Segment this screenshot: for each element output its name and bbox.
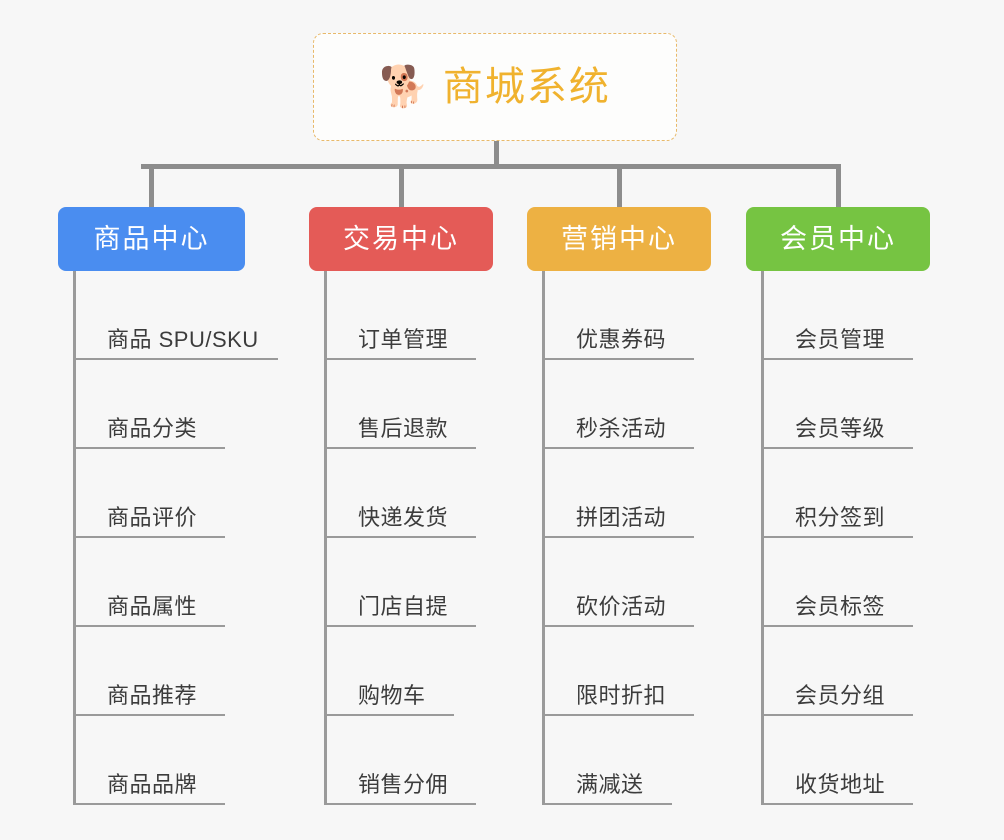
leaf-item[interactable]: 限时折扣 [542,627,694,716]
leaf-label: 门店自提 [358,594,449,619]
leaf-underline [73,447,225,449]
root-title: 商城系统 [442,65,611,109]
leaf-underline [761,358,913,360]
connector-drop-marketing-center [616,164,622,208]
leaf-underline [73,625,225,627]
connector-drop-trade-center [398,164,404,208]
leaf-item[interactable]: 售后退款 [324,360,476,449]
leaf-label: 会员标签 [795,594,886,619]
leaf-underline [324,447,476,449]
leaf-underline [73,714,225,716]
leaf-underline [761,625,913,627]
leaf-label: 商品推荐 [107,683,198,708]
leaf-item[interactable]: 商品 SPU/SKU [73,271,278,360]
branch-label: 交易中心 [343,223,459,254]
root-node[interactable]: 🐕 商城系统 [313,33,677,141]
leaf-label: 优惠券码 [576,327,667,352]
leaf-label: 商品 SPU/SKU [107,327,259,352]
leaf-spine [542,271,545,805]
leaf-label: 销售分佣 [358,772,449,797]
leaf-item[interactable]: 收货地址 [761,716,913,805]
leaf-label: 积分签到 [795,505,886,530]
leaf-column-marketing-center: 优惠券码秒杀活动拼团活动砍价活动限时折扣满减送 [542,271,694,805]
branch-label: 商品中心 [93,223,210,254]
leaf-spine [73,271,76,805]
leaf-item[interactable]: 秒杀活动 [542,360,694,449]
branch-node-marketing-center[interactable]: 营销中心 [527,207,711,271]
leaf-underline [542,358,694,360]
leaf-item[interactable]: 商品品牌 [73,716,259,805]
leaf-item[interactable]: 商品评价 [73,449,259,538]
leaf-label: 商品评价 [107,505,198,530]
connector-drop-product-center [149,164,154,208]
leaf-underline [761,447,913,449]
leaf-underline [761,536,913,538]
leaf-item[interactable]: 商品推荐 [73,627,259,716]
leaf-item[interactable]: 购物车 [324,627,454,716]
leaf-label: 收货地址 [795,772,886,797]
leaf-column-member-center: 会员管理会员等级积分签到会员标签会员分组收货地址 [761,271,913,805]
leaf-label: 秒杀活动 [576,416,667,441]
leaf-label: 会员管理 [795,327,886,352]
leaf-item[interactable]: 会员管理 [761,271,913,360]
leaf-underline [542,625,694,627]
leaf-underline [324,625,476,627]
leaf-item[interactable]: 门店自提 [324,538,476,627]
leaf-underline [542,536,694,538]
leaf-underline [761,803,913,805]
leaf-label: 订单管理 [358,327,449,352]
leaf-label: 商品品牌 [107,772,198,797]
leaf-item[interactable]: 拼团活动 [542,449,694,538]
leaf-item[interactable]: 会员分组 [761,627,913,716]
leaf-label: 购物车 [358,683,426,708]
leaf-label: 拼团活动 [576,505,667,530]
leaf-label: 限时折扣 [576,683,667,708]
leaf-label: 满减送 [576,772,644,797]
leaf-label: 商品分类 [107,416,198,441]
leaf-label: 会员分组 [795,683,886,708]
leaf-item[interactable]: 优惠券码 [542,271,694,360]
leaf-item[interactable]: 快递发货 [324,449,476,538]
leaf-item[interactable]: 满减送 [542,716,672,805]
leaf-label: 砍价活动 [576,594,667,619]
leaf-underline [324,358,476,360]
leaf-underline [761,714,913,716]
leaf-underline [73,358,278,360]
leaf-underline [324,714,454,716]
leaf-column-trade-center: 订单管理售后退款快递发货门店自提购物车销售分佣 [324,271,476,805]
shiba-dog-face-icon: 🐕 [379,65,429,109]
leaf-underline [542,803,672,805]
branch-node-product-center[interactable]: 商品中心 [58,207,245,271]
leaf-item[interactable]: 商品属性 [73,538,259,627]
leaf-underline [542,714,694,716]
leaf-underline [73,803,225,805]
connector-drop-member-center [835,164,841,208]
leaf-label: 会员等级 [795,416,886,441]
leaf-item[interactable]: 会员标签 [761,538,913,627]
branch-label: 会员中心 [780,223,896,254]
leaf-column-product-center: 商品 SPU/SKU 商品分类商品评价商品属性商品推荐商品品牌 [73,271,278,805]
leaf-underline [324,803,476,805]
connector-root-stem [494,141,499,168]
leaf-item[interactable]: 积分签到 [761,449,913,538]
leaf-underline [324,536,476,538]
leaf-item[interactable]: 会员等级 [761,360,913,449]
leaf-item[interactable]: 订单管理 [324,271,476,360]
branch-label: 营销中心 [561,223,677,254]
leaf-label: 售后退款 [358,416,449,441]
connector-horizontal-bus [141,164,841,169]
leaf-item[interactable]: 销售分佣 [324,716,476,805]
leaf-underline [73,536,225,538]
leaf-item[interactable]: 砍价活动 [542,538,694,627]
leaf-label: 商品属性 [107,594,198,619]
leaf-label: 快递发货 [358,505,449,530]
branch-node-trade-center[interactable]: 交易中心 [309,207,493,271]
leaf-spine [324,271,327,805]
leaf-item[interactable]: 商品分类 [73,360,259,449]
leaf-underline [542,447,694,449]
branch-node-member-center[interactable]: 会员中心 [746,207,930,271]
leaf-spine [761,271,764,805]
